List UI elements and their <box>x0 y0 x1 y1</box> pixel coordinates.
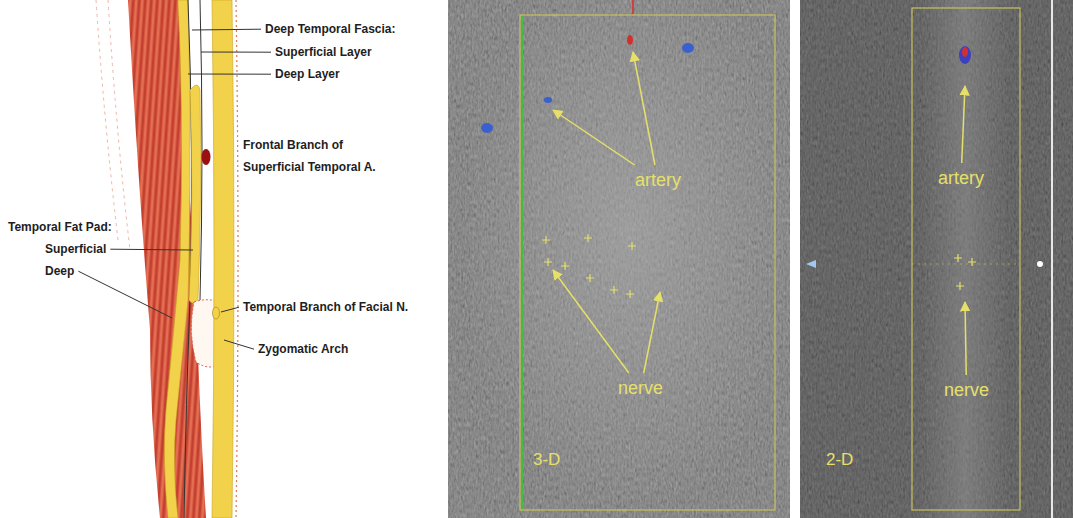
temporalis-muscle <box>128 0 206 518</box>
anatomy-label: Deep Layer <box>275 67 340 81</box>
skin-hatching <box>108 0 130 250</box>
caliper-marks <box>954 254 976 290</box>
caliper-mark <box>561 262 569 270</box>
scan-ground <box>448 0 790 518</box>
doppler-fleck <box>962 47 968 57</box>
focus-marker <box>1037 261 1043 267</box>
caliper-mark <box>586 274 594 282</box>
scan-ground <box>800 0 1073 518</box>
leader-line <box>192 29 261 31</box>
panel-ground <box>0 0 442 518</box>
leader-line <box>110 249 193 251</box>
leader-line <box>221 307 239 312</box>
doppler-fleck <box>544 97 552 103</box>
doppler-fleck <box>682 43 694 53</box>
anatomy-label: Deep <box>45 264 74 278</box>
anatomy-label: Temporal Fat Pad: <box>8 220 112 234</box>
nerve-dot <box>213 307 220 319</box>
artery-dot <box>202 149 211 165</box>
leader-line <box>224 340 254 349</box>
view-label: 3-D <box>533 450 560 470</box>
pointer-arrow <box>962 86 965 163</box>
ultrasound-3d <box>448 0 790 518</box>
scan-label: nerve <box>618 378 663 400</box>
skin-hatching <box>96 0 118 240</box>
anatomy-label: Temporal Branch of Facial N. <box>243 300 408 314</box>
leader-line <box>78 271 172 318</box>
scan-speckle <box>448 0 790 518</box>
superficial-layer-line <box>200 0 202 300</box>
pointer-arrow <box>965 302 966 375</box>
pointer-arrow <box>633 52 655 165</box>
anatomy-label: Deep Temporal Fascia: <box>265 22 396 36</box>
caliper-mark <box>584 234 592 242</box>
pointer-arrow <box>553 270 629 373</box>
caliper-mark <box>968 258 976 266</box>
scan-bright-area <box>470 0 790 518</box>
caliper-mark <box>954 254 962 262</box>
view-label: 2-D <box>826 450 853 470</box>
scan-bright-strip <box>920 0 1010 518</box>
caliper-marks <box>542 234 636 298</box>
green-cursor <box>521 15 523 510</box>
doppler-fleck <box>959 46 971 64</box>
caliper-mark <box>956 282 964 290</box>
superficial-fat-pad <box>189 85 201 303</box>
subcutaneous-fat <box>212 0 234 518</box>
red-tick <box>632 0 634 14</box>
pointer-arrow <box>644 292 660 373</box>
caliper-mark <box>542 236 550 244</box>
caliper-mark <box>544 258 552 266</box>
anatomy-label: Frontal Branch of Superficial Temporal A… <box>243 134 393 178</box>
scan-label: artery <box>938 168 984 190</box>
anatomy-label: Zygomatic Arch <box>258 342 348 356</box>
leader-line <box>201 52 271 53</box>
scan-speckle <box>800 0 1073 518</box>
white-cursor <box>1051 0 1053 518</box>
caliper-mark <box>626 290 634 298</box>
doppler-fleck <box>627 35 633 45</box>
leader-line <box>188 74 271 75</box>
caliper-mark <box>628 242 636 250</box>
caliper-mark <box>610 286 618 294</box>
sample-box <box>912 8 1020 510</box>
pointer-arrow <box>553 110 635 165</box>
sample-box <box>520 15 775 510</box>
skin-line <box>236 0 238 518</box>
depth-marker <box>806 260 816 268</box>
doppler-fleck <box>481 123 493 133</box>
scan-label: nerve <box>944 380 989 402</box>
ultrasound-2d <box>800 0 1073 518</box>
anatomy-drawing <box>0 0 442 518</box>
focus-line <box>912 264 1020 265</box>
anatomy-label: Superficial Layer <box>275 45 372 59</box>
anatomy-label: Superficial <box>45 242 106 256</box>
scan-label: artery <box>635 170 681 192</box>
deep-fat-pad <box>164 0 190 518</box>
